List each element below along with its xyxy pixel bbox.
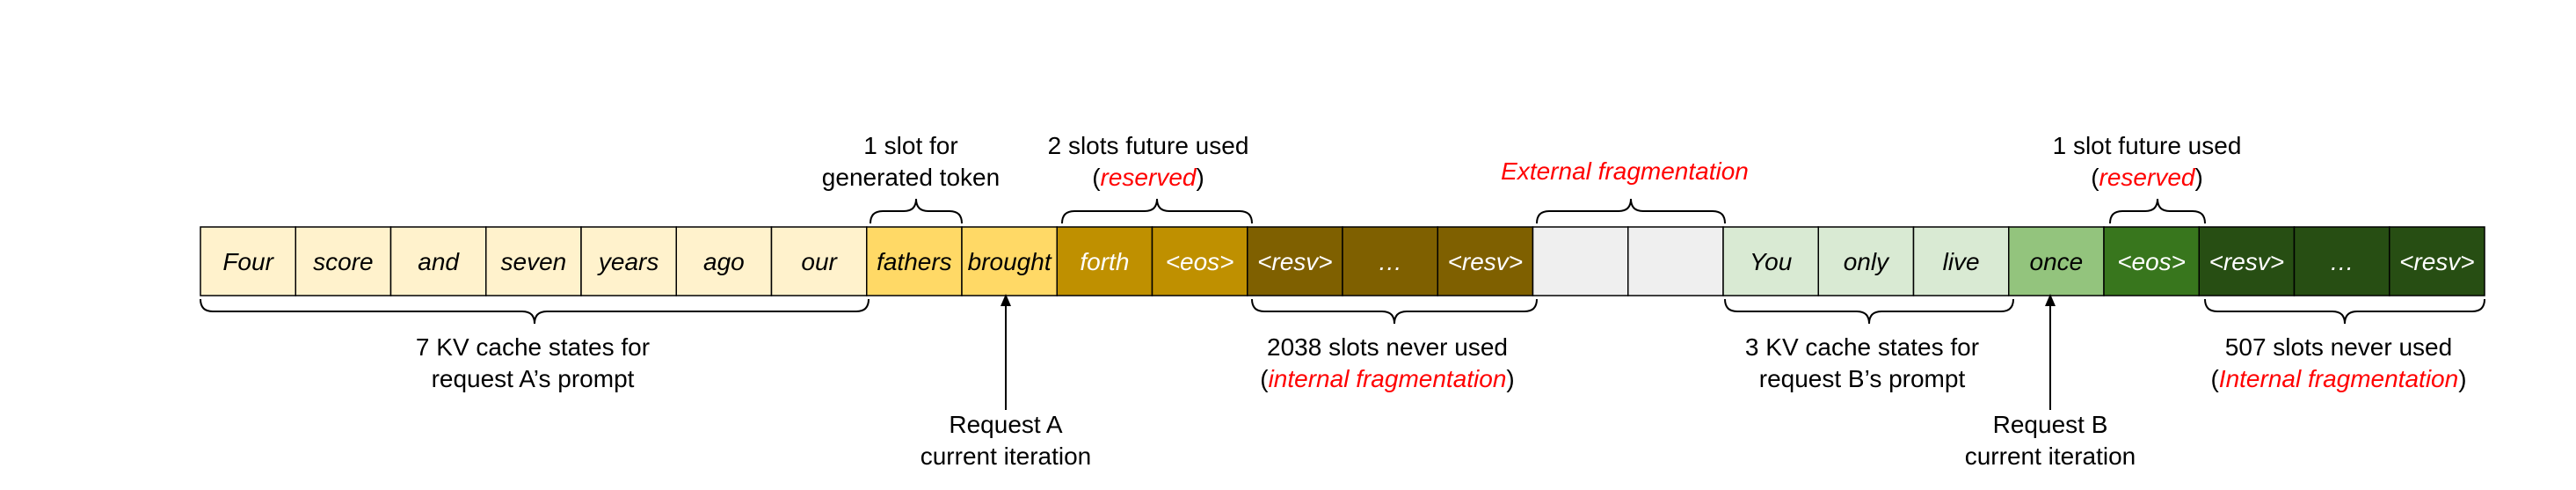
slot-box [200, 226, 296, 296]
slot-token: <eos> [1166, 248, 1234, 275]
memory-slot: … [2293, 226, 2390, 296]
slot-box [2293, 226, 2390, 296]
slot-box [961, 226, 1058, 296]
memory-slot: <resv> [2389, 226, 2485, 296]
slot-token: fathers [877, 248, 952, 275]
request-b-iteration-line1: Request B [1993, 411, 2108, 438]
slot-token: … [2330, 248, 2354, 275]
memory-slot: once [2008, 226, 2105, 296]
future-b-label-line2: (reserved) [2091, 164, 2203, 191]
memory-slot: ago [675, 226, 773, 296]
slot-box [2008, 226, 2105, 296]
prompt-b-label-line2: request B’s prompt [1759, 365, 1966, 392]
brace-future-b [2109, 198, 2206, 224]
slot-box [866, 226, 963, 296]
request-a-iteration-line1: Request A [949, 411, 1063, 438]
slot-box [1437, 226, 1534, 296]
memory-slot: <resv> [1247, 226, 1343, 296]
brace-external-fragmentation [1536, 198, 1726, 224]
memory-slot: … [1342, 226, 1438, 296]
slot-token: <resv> [1448, 248, 1524, 275]
slot-box [580, 226, 677, 296]
slot-box [1247, 226, 1343, 296]
memory-slot [1532, 226, 1629, 296]
memory-slot: only [1817, 226, 1915, 296]
future-a-label-line1: 2 slots future used [1048, 132, 1249, 159]
slot-box [2198, 226, 2296, 296]
memory-slot: <resv> [2198, 226, 2296, 296]
request-b-iteration-line2: current iteration [1965, 442, 2136, 470]
slot-token: seven [501, 248, 567, 275]
slot-token: You [1750, 248, 1793, 275]
request-a-arrow [1001, 294, 1011, 410]
memory-slot: <resv> [1437, 226, 1534, 296]
request-b-arrow [2045, 294, 2056, 410]
prompt-b-label-line1: 3 KV cache states for [1745, 333, 1979, 361]
never-used-a-label-line2: (internal fragmentation) [1260, 365, 1514, 392]
slot-token: and [418, 248, 460, 275]
request-a-iteration-line2: current iteration [921, 442, 1092, 470]
braces-layer [200, 198, 2485, 325]
slot-box [1627, 226, 1724, 296]
brace-never-used-b [2204, 298, 2485, 325]
prompt-a-label-line1: 7 KV cache states for [416, 333, 650, 361]
memory-slot: seven [485, 226, 582, 296]
never-used-a-label-line1: 2038 slots never used [1267, 333, 1508, 361]
memory-slot: forth [1056, 226, 1153, 296]
memory-slot: <eos> [1151, 226, 1248, 296]
future-a-label-line2: (reserved) [1092, 164, 1204, 191]
prompt-a-label-line2: request A’s prompt [432, 365, 635, 392]
slot-token: <resv> [2399, 248, 2475, 275]
memory-slot: You [1722, 226, 1819, 296]
slot-box [2389, 226, 2485, 296]
slot-token: once [2030, 248, 2084, 275]
slot-box [770, 226, 868, 296]
slot-generated-label-line1: 1 slot for [863, 132, 957, 159]
slot-token: <resv> [2209, 248, 2285, 275]
slot-box [1532, 226, 1629, 296]
brace-generated-token [870, 198, 963, 224]
slot-box [2103, 226, 2200, 296]
slot-token: Four [222, 248, 274, 275]
memory-slot: <eos> [2103, 226, 2200, 296]
brace-never-used-a [1251, 298, 1538, 325]
memory-slot: and [389, 226, 487, 296]
slot-token: forth [1080, 248, 1129, 275]
memory-slot: Four [200, 226, 296, 296]
memory-slot: our [770, 226, 868, 296]
slot-box [389, 226, 487, 296]
slot-token: only [1844, 248, 1890, 275]
brace-future-a [1061, 198, 1253, 224]
external-fragmentation-label: External fragmentation [1501, 157, 1749, 185]
memory-slot: years [580, 226, 677, 296]
slot-token: ago [703, 248, 745, 275]
brace-prompt-a [200, 298, 870, 325]
never-used-b-label-line2: (Internal fragmentation) [2210, 365, 2466, 392]
brace-prompt-b [1724, 298, 2014, 325]
memory-slot: score [295, 226, 392, 296]
slot-box [1912, 226, 2010, 296]
slot-token: <resv> [1257, 248, 1333, 275]
memory-slot [1627, 226, 1724, 296]
slot-box [295, 226, 392, 296]
slot-token: <eos> [2117, 248, 2186, 275]
slot-token: our [801, 248, 838, 275]
slot-token: live [1943, 248, 1980, 275]
slot-generated-label-line2: generated token [822, 164, 1000, 191]
memory-slot: live [1912, 226, 2010, 296]
slot-box [1817, 226, 1915, 296]
slot-token: … [1378, 248, 1402, 275]
memory-slots-row: Four score and seven years ago our fathers broug… [200, 226, 2485, 296]
never-used-b-label-line1: 507 slots never used [2225, 333, 2452, 361]
memory-slot: fathers [866, 226, 963, 296]
memory-slot: brought [961, 226, 1058, 296]
slot-token: years [597, 248, 659, 275]
future-b-label-line1: 1 slot future used [2053, 132, 2242, 159]
slot-box [1342, 226, 1438, 296]
slot-box [675, 226, 773, 296]
slot-box [1056, 226, 1153, 296]
slot-token: score [313, 248, 373, 275]
slot-token: brought [968, 248, 1052, 275]
